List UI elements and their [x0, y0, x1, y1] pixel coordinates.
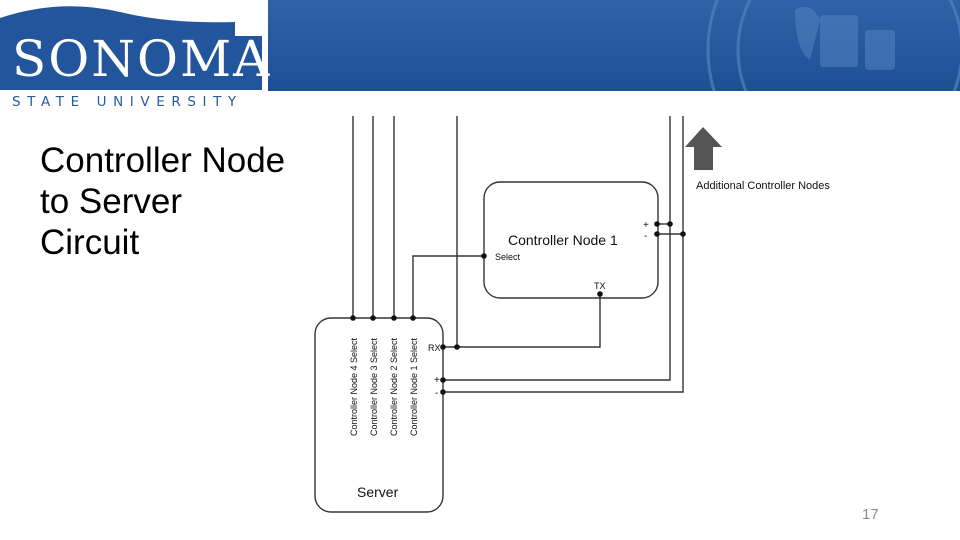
server-label: Server — [357, 484, 399, 500]
node-select-label: Select — [495, 252, 521, 262]
additional-nodes-label: Additional Controller Nodes — [696, 180, 830, 192]
server-minus-label: - — [435, 388, 438, 399]
junction-dot — [597, 291, 603, 297]
junction-dot — [410, 315, 416, 321]
junction-dot — [454, 344, 460, 350]
node-minus-label: - — [644, 231, 647, 242]
junction-dot — [370, 315, 376, 321]
logo-band — [0, 36, 262, 90]
junction-dot — [680, 231, 686, 237]
junction-dot — [440, 377, 446, 383]
rx-tx-wire — [443, 294, 601, 348]
server-select-3-label: Controller Node 3 Select — [369, 337, 379, 436]
server-select-2-label: Controller Node 2 Select — [389, 337, 399, 436]
server-rx-label: RX — [428, 343, 441, 353]
junction-dot — [481, 253, 487, 259]
server-box — [314, 317, 444, 513]
slide-title: Controller Node to Server Circuit — [40, 141, 286, 262]
server-select-4-label: Controller Node 4 Select — [349, 337, 359, 436]
power-minus-wire — [443, 116, 684, 393]
up-arrow-icon — [685, 127, 722, 170]
power-plus-wire — [443, 116, 671, 381]
controller-node-1-box — [483, 181, 659, 299]
server-select-1-label: Controller Node 1 Select — [409, 337, 419, 436]
junction-dot — [667, 221, 673, 227]
select-line-1 — [412, 255, 484, 318]
page-number: 17 — [862, 506, 879, 523]
node-label: Controller Node 1 — [508, 232, 618, 248]
junction-dot — [440, 389, 446, 395]
brand-logo: SONOMA STATE UNIVERSITY — [0, 0, 272, 113]
junction-dot — [440, 344, 446, 350]
node-tx-label: TX — [594, 281, 606, 291]
node-plus-label: + — [643, 220, 649, 231]
brand-sub: STATE UNIVERSITY — [12, 94, 243, 110]
junction-dot — [350, 315, 356, 321]
server-plus-label: + — [434, 375, 440, 386]
junction-dot — [654, 231, 660, 237]
university-seal-icon — [706, 0, 960, 91]
brand-main: SONOMA — [12, 30, 272, 88]
junction-dot — [654, 221, 660, 227]
junction-dot — [391, 315, 397, 321]
